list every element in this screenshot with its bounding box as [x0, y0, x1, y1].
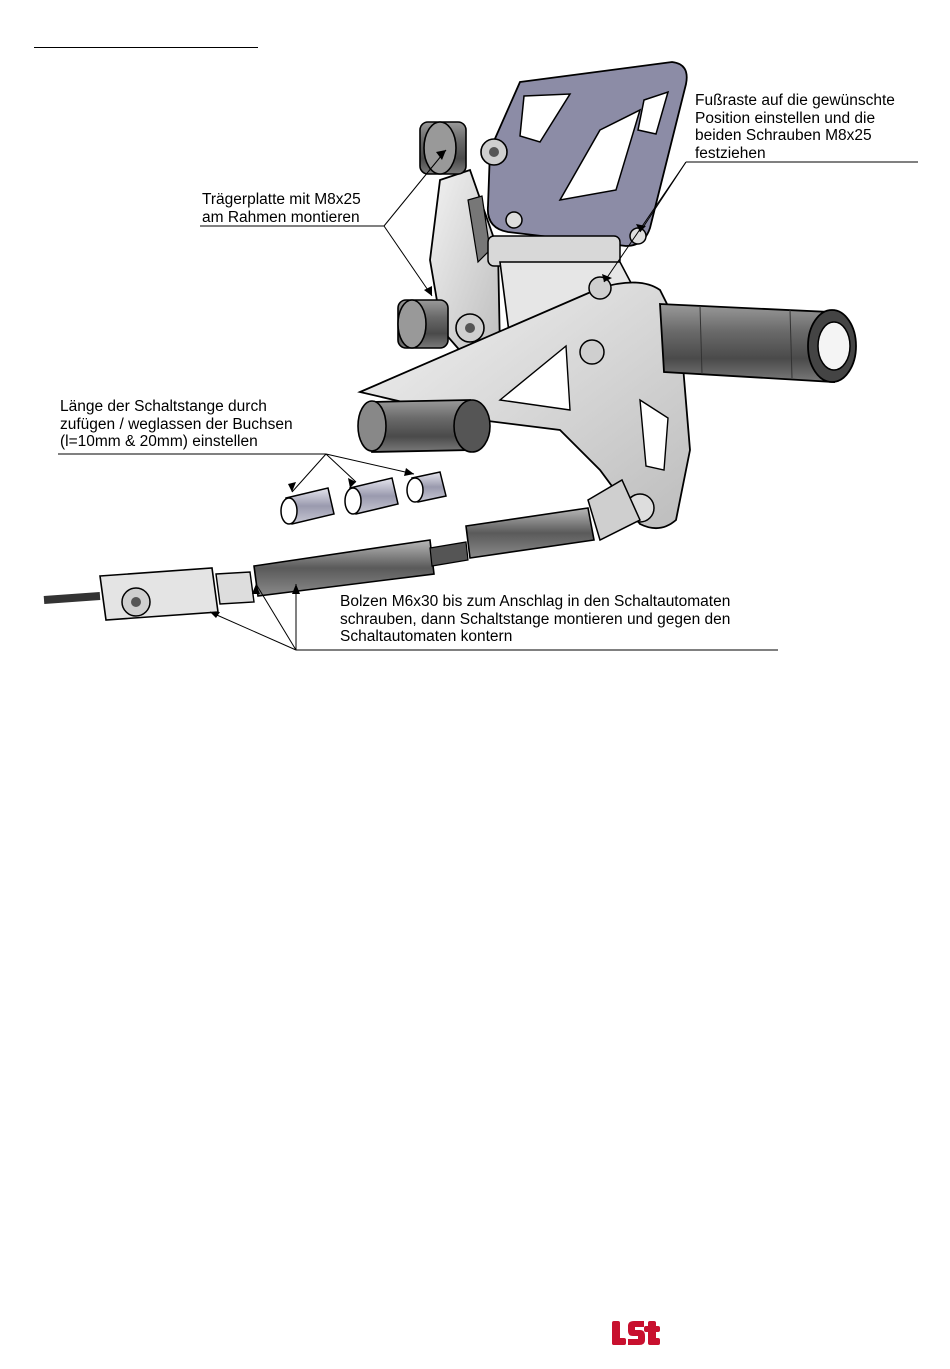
leader-arrowheads — [210, 150, 646, 618]
callout-line: Position einstellen und die — [695, 109, 876, 127]
callout-line: Fußraste auf die gewünschte — [695, 92, 895, 109]
callout-footrest-position: Fußraste auf die gewünschte Position ein… — [695, 92, 895, 162]
footpeg — [659, 303, 857, 383]
carrier-plate — [486, 61, 688, 247]
callout-line: am Rahmen montieren — [202, 208, 360, 226]
callout-line: festziehen — [695, 144, 766, 162]
footrest-assembly-drawing — [43, 61, 918, 651]
callout-line: Bolzen M6x30 bis zum Anschlag in den Sch… — [340, 593, 731, 610]
spacer-bushings — [280, 471, 447, 525]
callout-line: Schaltautomaten kontern — [340, 628, 513, 645]
callout-line: schrauben, dann Schaltstange montieren u… — [340, 610, 731, 628]
shift-rod — [43, 478, 641, 621]
frame-mount-cylinders — [397, 121, 508, 349]
callout-line: beiden Schrauben M8x25 — [695, 127, 872, 144]
callout-line: Länge der Schaltstange durch — [60, 398, 267, 415]
callout-line: Trägerplatte mit M8x25 — [202, 191, 361, 208]
callout-shift-rod-length: Länge der Schaltstange durch zufügen / w… — [60, 398, 293, 451]
callout-carrier-plate: Trägerplatte mit M8x25 am Rahmen montier… — [202, 191, 361, 226]
callout-line: zufügen / weglassen der Buchsen — [60, 415, 293, 433]
header-rule — [34, 47, 258, 48]
callout-line: (l=10mm & 20mm) einstellen — [60, 433, 258, 450]
callout-bolt-mounting: Bolzen M6x30 bis zum Anschlag in den Sch… — [340, 593, 730, 646]
footrest-lever — [357, 276, 691, 530]
shift-peg — [357, 399, 491, 453]
brand-logo — [612, 1321, 660, 1345]
leader-lines — [58, 149, 918, 651]
